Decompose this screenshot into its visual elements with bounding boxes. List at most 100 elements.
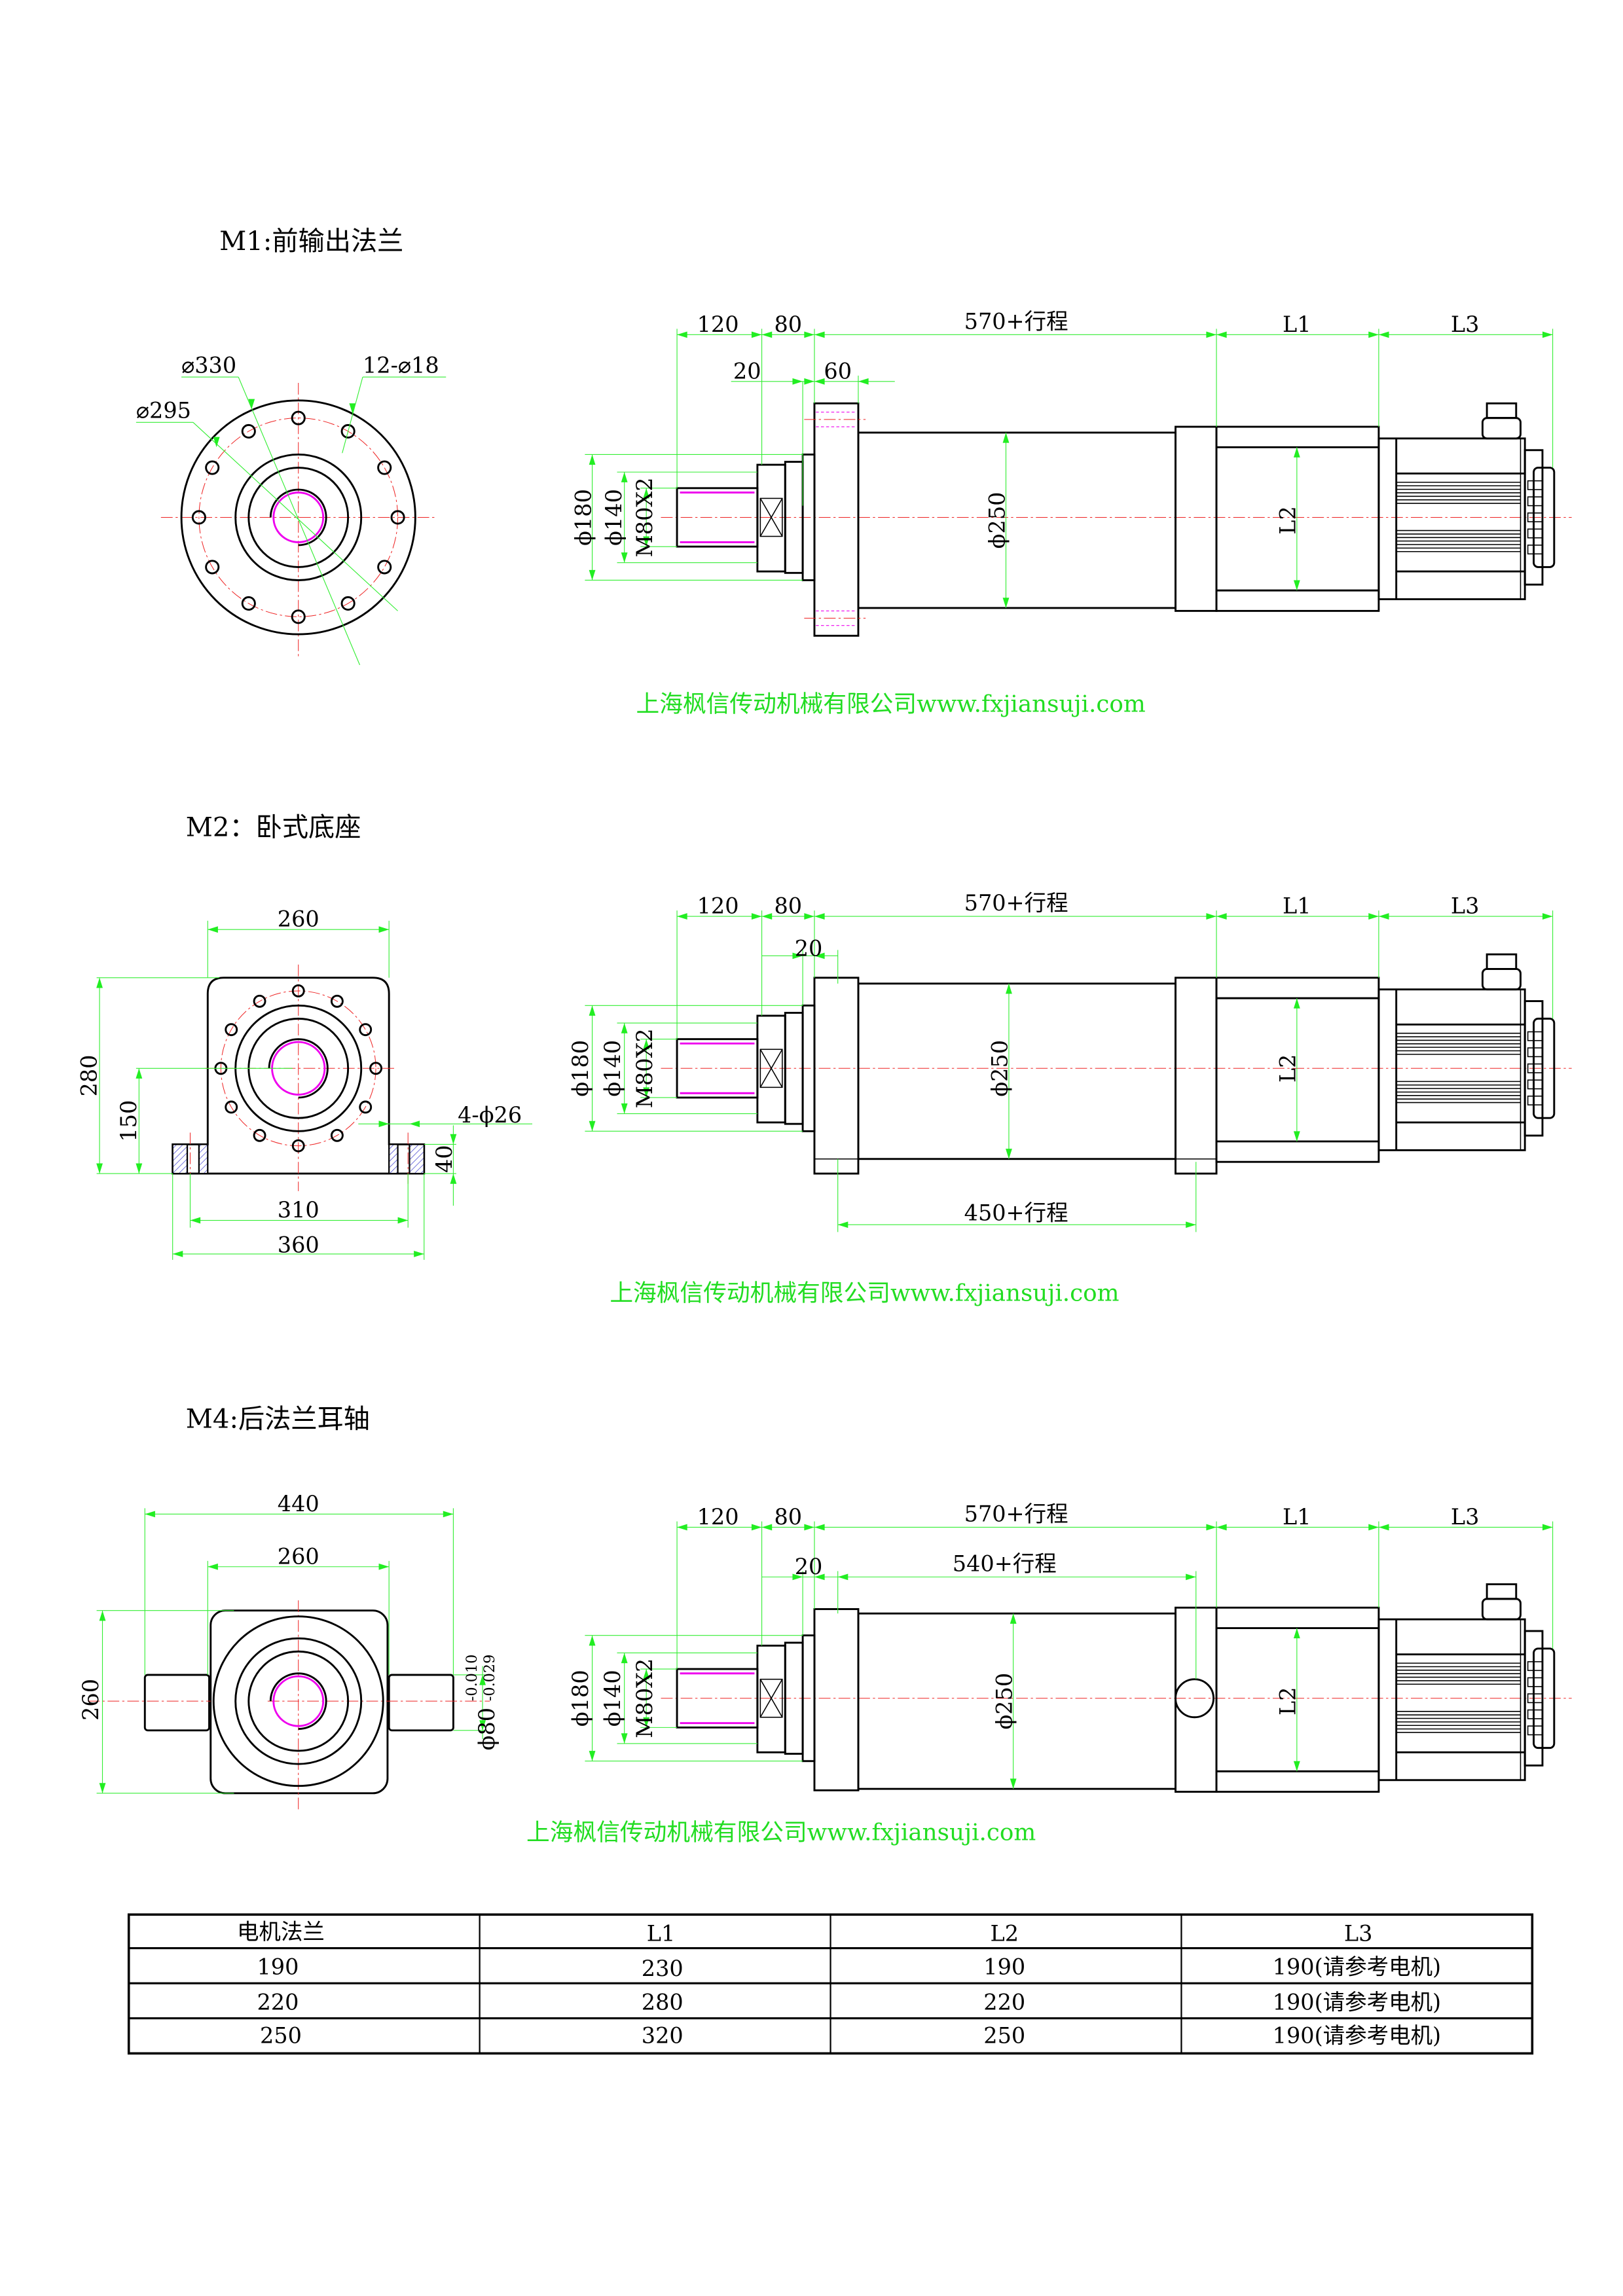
- m1-dim-20: 20: [733, 358, 761, 384]
- dimension-arrowhead: [1216, 913, 1227, 920]
- dimension-arrowhead: [761, 913, 773, 920]
- cell-l2: 220: [983, 1989, 1025, 2015]
- dimension-arrowhead: [814, 1573, 825, 1581]
- dimension-arrowhead: [837, 1573, 848, 1581]
- m1-dim-120: 120: [697, 312, 739, 337]
- dimension-arrowhead: [414, 1250, 424, 1257]
- wrench-flat-x: [759, 1679, 783, 1718]
- dimension-arrowhead: [761, 1524, 773, 1531]
- dimension-arrowhead: [792, 378, 803, 385]
- m2-section: M2：卧式底座 260 280 150 310 360 40 4-ϕ26 120…: [77, 812, 1480, 1306]
- housing-outline: [210, 1609, 389, 1795]
- dimension-arrowhead: [751, 331, 762, 338]
- dimension-arrowhead: [1186, 1573, 1196, 1581]
- m4-dim-h260: 260: [78, 1679, 103, 1721]
- connector-tab: [1527, 512, 1543, 522]
- bolt-hole: [225, 1023, 238, 1037]
- m4-dim-l1: L1: [1283, 1504, 1311, 1530]
- dimension-arrowhead: [589, 1005, 596, 1016]
- thread-bore-circle: [272, 1675, 325, 1727]
- m2-holes-label: 4-ϕ26: [458, 1102, 522, 1128]
- cell-l1: 230: [642, 1956, 684, 1981]
- dimension-arrowhead: [443, 1511, 454, 1518]
- m4-dim-540-stroke: 540+行程: [953, 1551, 1057, 1576]
- connector-tab: [1527, 496, 1543, 507]
- table-header: 电机法兰 L1 L2 L3: [237, 1919, 1372, 1946]
- dimension-arrowhead: [814, 952, 825, 960]
- table-row: 190 230 190 190(请参考电机): [257, 1954, 1442, 1981]
- header-l1: L1: [647, 1920, 676, 1946]
- connector-tab: [1527, 528, 1543, 539]
- m4-dim-l3: L3: [1451, 1504, 1480, 1530]
- m1-dim-d180: ϕ180: [570, 489, 596, 546]
- dimension-arrowhead: [99, 1610, 106, 1621]
- m4-section: M4:后法兰耳轴 440 260 260 ϕ80 -0.010 -0.029 1…: [78, 1405, 1480, 1846]
- drawing-geometry: [88, 329, 1572, 1812]
- m2-dim-80: 80: [774, 893, 802, 919]
- m2-dim-570-stroke: 570+行程: [964, 890, 1068, 916]
- connector-tab: [1527, 1031, 1543, 1041]
- cylinder-tube: [857, 431, 1176, 609]
- dimension-arrowhead: [479, 1720, 486, 1731]
- encoder-cover: [1533, 1647, 1556, 1749]
- dimension-arrowhead: [1368, 913, 1379, 920]
- front-head: [813, 402, 860, 637]
- dimension-arrowhead: [621, 1103, 628, 1114]
- thread-bore-circle: [272, 492, 325, 543]
- m4-dim-80: 80: [774, 1504, 802, 1530]
- dimension-arrowhead: [1010, 1613, 1017, 1624]
- m2-dim-20: 20: [795, 935, 823, 961]
- dimension-arrowhead: [643, 1669, 650, 1679]
- bolt-hole: [369, 1062, 383, 1075]
- dimension-arrowhead: [814, 378, 825, 385]
- m1-dim-l3: L3: [1451, 312, 1480, 337]
- cell-l3: 190(请参考电机): [1273, 1989, 1441, 2015]
- m2-dim-d250: ϕ250: [987, 1040, 1013, 1097]
- bolt-hole: [205, 460, 220, 475]
- header-l2: L2: [990, 1920, 1019, 1946]
- m4-dim-440: 440: [278, 1491, 319, 1516]
- m2-dim-d180: ϕ180: [568, 1040, 593, 1097]
- trunnion-pin-left: [143, 1674, 210, 1732]
- bolt-hole: [253, 994, 266, 1008]
- connector-tab: [1527, 1047, 1543, 1058]
- connector-plug: [1486, 953, 1518, 970]
- bolt-hole: [377, 460, 392, 475]
- dimension-arrowhead: [1542, 331, 1553, 338]
- m2-dim-d140: ϕ140: [600, 1040, 625, 1097]
- dimension-arrowhead: [208, 926, 218, 933]
- dimension-arrowhead: [589, 569, 596, 581]
- connector-body: [1481, 968, 1522, 991]
- leader-line: [192, 422, 398, 611]
- cell-flange: 250: [260, 2023, 302, 2049]
- connector-tab: [1527, 1693, 1543, 1704]
- m4-dim-120: 120: [697, 1504, 739, 1530]
- m2-title: M2：卧式底座: [186, 812, 361, 842]
- connector-body: [1481, 417, 1522, 440]
- cell-flange: 220: [257, 1989, 299, 2015]
- front-head: [813, 977, 860, 1175]
- m4-tol-upper: -0.010: [464, 1655, 481, 1701]
- flange-circle: [212, 1615, 384, 1787]
- m4-dim-260: 260: [278, 1543, 319, 1569]
- connector-tab: [1527, 1661, 1543, 1672]
- dimension-arrowhead: [1006, 983, 1012, 994]
- table-row: 220 280 220 190(请参考电机): [257, 1989, 1442, 2015]
- front-head: [813, 1608, 860, 1791]
- encoder-cover: [1533, 1017, 1556, 1119]
- cylinder-tube: [857, 982, 1176, 1160]
- dimension-arrowhead: [208, 1563, 218, 1570]
- dimension-arrowhead: [751, 1524, 762, 1531]
- foot-hatch: [388, 1143, 399, 1175]
- dimension-arrowhead: [792, 1573, 803, 1581]
- flange-outline: [180, 399, 416, 636]
- dimension-arrowhead: [621, 472, 628, 482]
- m4-dim-thread: M80X2: [632, 1659, 657, 1738]
- m1-watermark: 上海枫信传动机械有限公司www.fxjiansuji.com: [636, 691, 1146, 717]
- bolt-hole: [340, 596, 356, 611]
- servo-motor-body: [1377, 1618, 1526, 1782]
- connector-tab: [1527, 1677, 1543, 1687]
- dimension-arrowhead: [1368, 1524, 1379, 1531]
- connector-tab: [1527, 1063, 1543, 1073]
- dimension-arrowhead: [99, 1783, 106, 1793]
